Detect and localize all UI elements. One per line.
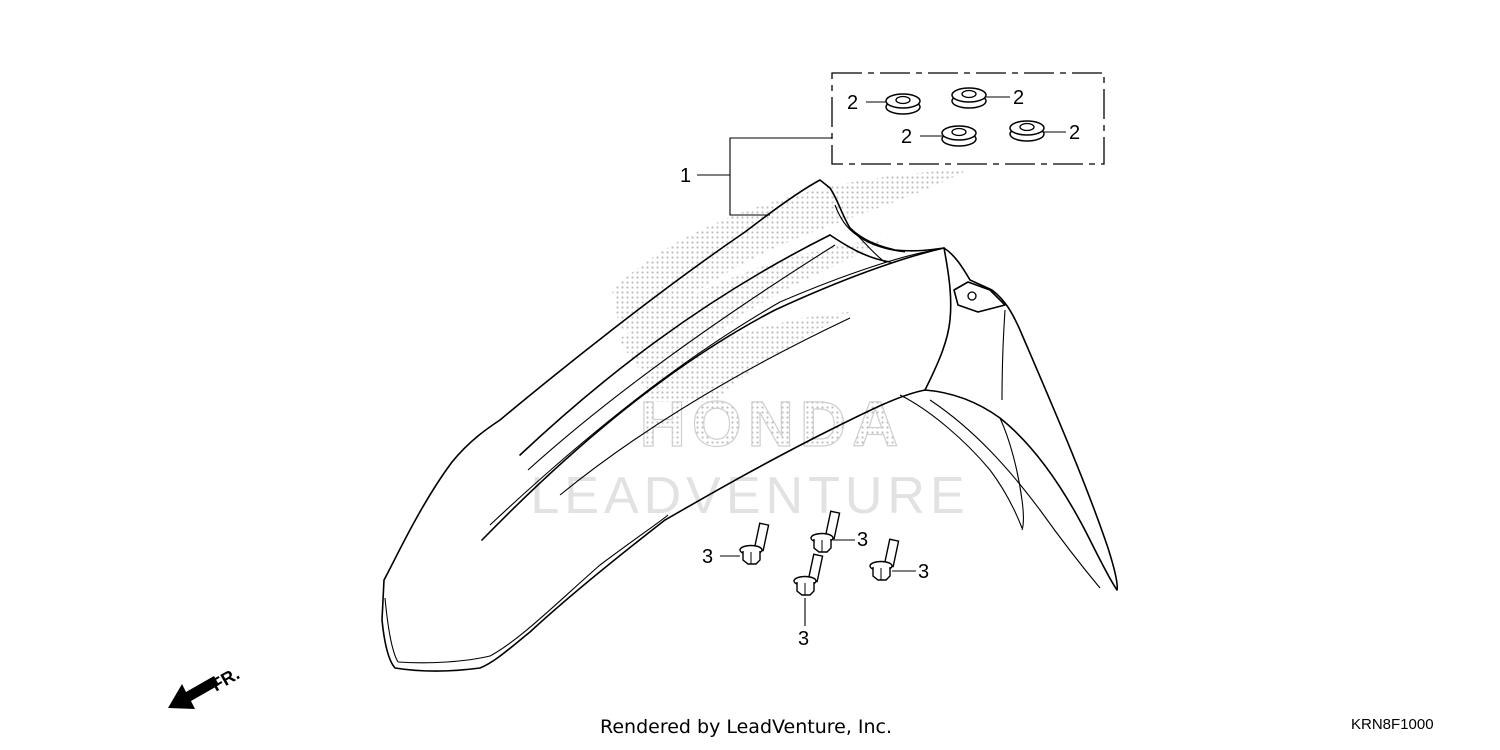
- fender-callout-label: 1: [680, 165, 691, 187]
- grommet: [941, 125, 977, 147]
- honda-wing-watermark: [612, 170, 968, 402]
- flange-bolt: [810, 510, 841, 553]
- bolt-callout-label: 3: [702, 546, 713, 568]
- front-direction-label: FR.: [208, 664, 243, 696]
- front-fender: [381, 179, 1118, 672]
- front-direction-arrow-icon: FR.: [168, 664, 243, 709]
- grommet-kit-box: [831, 72, 1105, 165]
- bolt-callout-label: 3: [798, 628, 809, 650]
- grommet-callout-label: 2: [1069, 122, 1080, 144]
- flange-bolt: [869, 538, 900, 581]
- flange-bolt: [739, 522, 770, 565]
- leadventure-watermark: LEADVENTURE: [530, 467, 969, 525]
- bolt-callout-label: 3: [918, 561, 929, 583]
- bolt-callout-label: 3: [857, 529, 868, 551]
- diagram-code: KRN8F1000: [1351, 716, 1434, 733]
- grommet-callout-label: 2: [1013, 87, 1024, 109]
- grommet-callout-label: 2: [847, 92, 858, 114]
- fender-callout-bracket: [697, 137, 832, 216]
- grommet: [885, 93, 921, 115]
- svg-text:HONDA: HONDA: [640, 388, 905, 460]
- svg-text:LEADVENTURE: LEADVENTURE: [530, 467, 969, 525]
- grommet: [1009, 120, 1045, 142]
- grommet-callout-label: 2: [901, 126, 912, 148]
- render-credit: Rendered by LeadVenture, Inc.: [600, 716, 893, 738]
- honda-text-watermark: HONDA: [639, 387, 905, 460]
- flange-bolt: [793, 553, 824, 596]
- grommet: [951, 87, 987, 109]
